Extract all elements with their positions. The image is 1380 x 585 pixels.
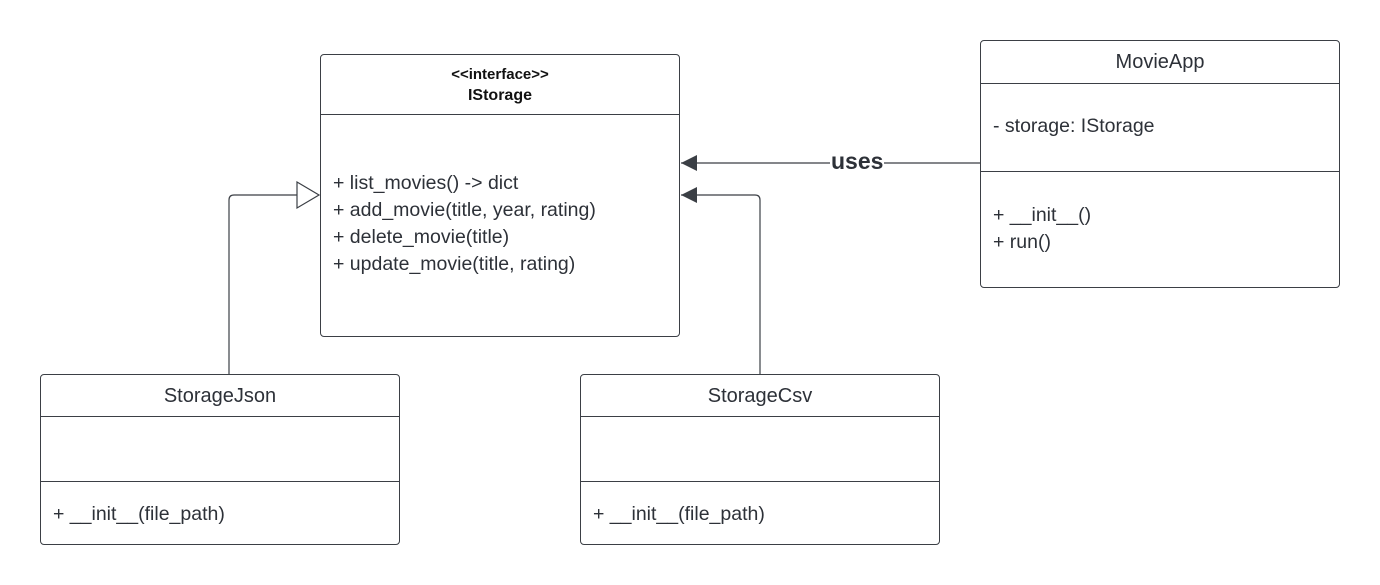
interface-name: IStorage	[467, 87, 532, 104]
uses-label: uses	[830, 147, 885, 175]
relation-line-storagecsv	[681, 187, 761, 374]
class-name: StorageJson	[163, 384, 277, 407]
method-run: + run()	[993, 231, 1051, 253]
class-name: MovieApp	[1115, 51, 1205, 73]
movieapp-class-box[interactable]: MovieApp - storage: IStorage + __init__(…	[980, 40, 1340, 288]
interface-stereotype: <<interface>>	[451, 66, 549, 83]
storagejson-methods-section: + __init__(file_path)	[41, 481, 399, 544]
method-delete-movie: + delete_movie(title)	[333, 226, 510, 248]
realization-line-storagejson	[228, 194, 297, 374]
movieapp-header: MovieApp	[981, 41, 1339, 84]
istorage-header: <<interface>> IStorage	[321, 55, 679, 115]
method-init: + __init__(file_path)	[593, 503, 765, 525]
attribute-storage: - storage: IStorage	[993, 115, 1155, 137]
movieapp-attributes-section: - storage: IStorage	[981, 83, 1339, 171]
istorage-methods-section: + list_movies() -> dict + add_movie(titl…	[321, 114, 679, 336]
istorage-interface-box[interactable]: <<interface>> IStorage + list_movies() -…	[320, 54, 680, 337]
method-init: + __init__(file_path)	[53, 503, 225, 525]
class-name: StorageCsv	[707, 384, 813, 407]
hollow-triangle-arrowhead	[296, 180, 321, 210]
storagecsv-class-box[interactable]: StorageCsv + __init__(file_path)	[580, 374, 940, 545]
movieapp-methods-section: + __init__() + run()	[981, 171, 1339, 287]
method-add-movie: + add_movie(title, year, rating)	[333, 199, 596, 221]
storagejson-attributes-section	[41, 416, 399, 481]
storagecsv-methods-section: + __init__(file_path)	[581, 481, 939, 544]
storagecsv-attributes-section	[581, 416, 939, 481]
storagejson-class-box[interactable]: StorageJson + __init__(file_path)	[40, 374, 400, 545]
storagejson-header: StorageJson	[41, 375, 399, 417]
method-update-movie: + update_movie(title, rating)	[333, 253, 576, 275]
storagecsv-header: StorageCsv	[581, 375, 939, 417]
method-init: + __init__()	[993, 204, 1092, 226]
method-list-movies: + list_movies() -> dict	[333, 172, 519, 194]
